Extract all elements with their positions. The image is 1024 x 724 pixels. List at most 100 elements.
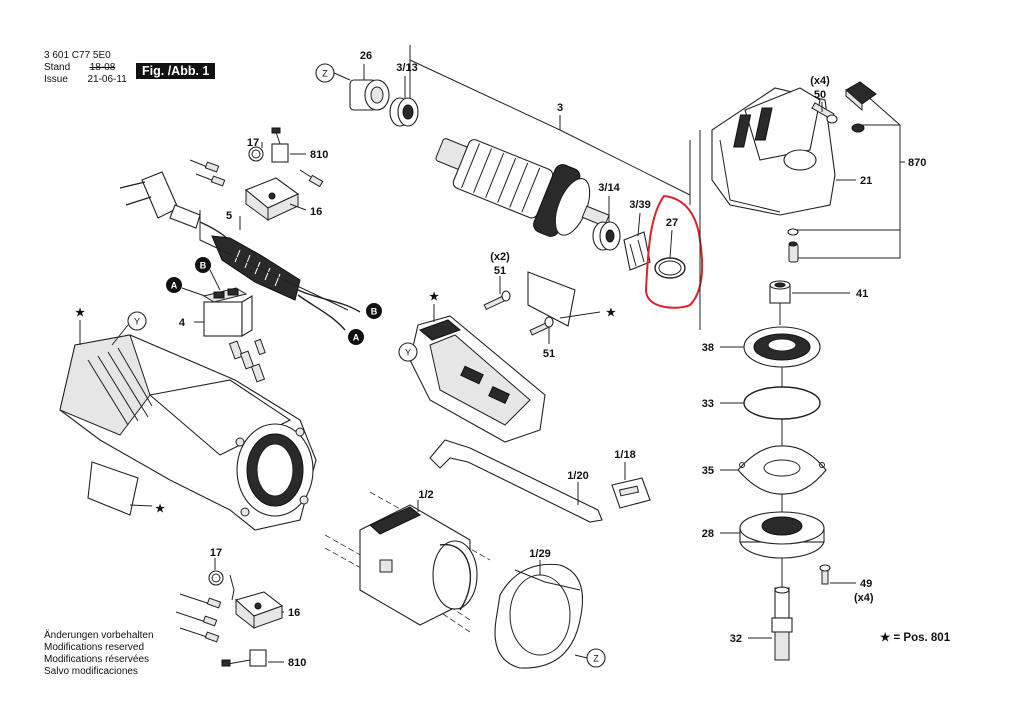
star-label-plate: ★ <box>155 503 165 515</box>
marker-b-lower-text: B <box>371 307 378 317</box>
label-870: 870 <box>908 157 926 169</box>
label-33: 33 <box>702 398 714 410</box>
carbon-brush-810a <box>271 127 289 163</box>
note-en: Modifications reserved <box>44 642 145 653</box>
label-38: 38 <box>702 342 714 354</box>
gear-housing-21 <box>711 87 836 216</box>
marker-b-upper <box>195 257 211 273</box>
screw-49 <box>819 564 831 585</box>
field-winding-1-2 <box>324 491 491 633</box>
label-1-20: 1/20 <box>567 470 588 482</box>
marker-z-bottom-text: Z <box>593 654 599 664</box>
label-27: 27 <box>666 217 678 229</box>
label-32: 32 <box>730 633 742 645</box>
label-3-13: 3/13 <box>396 62 417 74</box>
label-26: 26 <box>360 50 372 62</box>
label-x4-top: (x4) <box>810 75 830 87</box>
switch-4 <box>194 287 266 383</box>
switch-rod-1-20 <box>429 439 603 523</box>
stand-date: 18-08 <box>89 62 116 73</box>
label-1-29: 1/29 <box>529 548 550 560</box>
label-51b: 51 <box>543 348 555 360</box>
label-16a: 16 <box>310 206 322 218</box>
carbon-brush-810b <box>221 649 267 667</box>
label-28: 28 <box>702 528 714 540</box>
marker-b-lower <box>366 303 382 319</box>
label-50: 50 <box>814 89 826 101</box>
motor-housing: Y ★ ★ <box>59 307 317 531</box>
stand-label: Stand <box>44 62 71 73</box>
plug <box>119 171 201 229</box>
screw-51a <box>483 290 511 311</box>
label-3: 3 <box>557 102 563 114</box>
label-17b: 17 <box>210 547 222 559</box>
label-810b: 810 <box>288 657 306 669</box>
brush-holder-16b <box>234 591 284 630</box>
marker-y-left <box>127 311 147 331</box>
brush-holder-16a <box>244 177 300 221</box>
marker-a-lower <box>348 329 364 345</box>
marker-a-lower-text: A <box>353 333 360 343</box>
label-plate <box>87 461 139 516</box>
gasket-plate-35 <box>737 445 827 495</box>
bearing-flange-28 <box>739 511 825 559</box>
marker-y-left-text: Y <box>134 317 140 327</box>
label-35: 35 <box>702 465 714 477</box>
strain-relief-5 <box>211 235 301 301</box>
air-guide-1-29: Z <box>494 560 606 669</box>
label-plate-middle <box>527 271 576 327</box>
nut-870 <box>851 123 865 133</box>
label-x4-bottom: (x4) <box>854 592 874 604</box>
bearing-3-13 <box>389 97 419 127</box>
power-cable-group: B A B A <box>119 127 382 345</box>
bushing-41 <box>769 280 791 304</box>
marker-a-upper-text: A <box>171 281 178 291</box>
spindle-32 <box>771 586 793 661</box>
spindle-lock-button <box>845 81 877 112</box>
screw-51b <box>529 316 554 336</box>
note-fr: Modifications réservées <box>44 654 150 665</box>
o-ring-33 <box>743 386 821 420</box>
crown-gear-38 <box>743 326 821 368</box>
pinion-3-39 <box>623 231 651 271</box>
star-handle: ★ <box>429 291 439 303</box>
connector-wires-top <box>189 159 324 188</box>
issue-date: 21-06-11 <box>87 74 127 85</box>
brush-spring-17a <box>248 146 264 162</box>
label-21: 21 <box>860 175 872 187</box>
label-41: 41 <box>856 288 868 300</box>
marker-z-top-text: Z <box>322 69 328 79</box>
doc-number: 3 601 C77 5E0 <box>44 50 111 61</box>
brush-group-bottom <box>175 558 284 667</box>
switch-slider-1-18 <box>611 462 651 509</box>
label-1-2: 1/2 <box>418 489 433 501</box>
label-51a: 51 <box>494 265 506 277</box>
star-handle-plate: ★ <box>606 307 616 319</box>
label-810a: 810 <box>310 149 328 161</box>
callout-labels: 26 3/13 3 3/14 3/39 27 (x4) 50 870 21 41… <box>179 50 926 669</box>
bearing-3-14 <box>592 221 621 251</box>
label-5: 5 <box>226 210 232 222</box>
screw-50 <box>811 102 838 124</box>
label-x2: (x2) <box>490 251 510 263</box>
label-4: 4 <box>179 317 186 329</box>
star-position-note: ★ = Pos. 801 <box>880 632 951 644</box>
figure-label: Fig. /Abb. 1 <box>136 63 216 79</box>
issue-label: Issue <box>44 74 68 85</box>
highlight-circle <box>644 194 704 309</box>
brush-spring-17b <box>208 570 224 586</box>
armature-assembly: Z <box>315 45 704 309</box>
marker-z-bottom <box>586 648 606 668</box>
label-1-18: 1/18 <box>614 449 635 461</box>
marker-a-upper <box>166 277 182 293</box>
marker-y-middle-text: Y <box>405 348 411 358</box>
gear-housing-group <box>689 81 905 661</box>
bearing-26 <box>349 79 390 111</box>
handle-cover: ★ ★ Y <box>398 271 616 443</box>
label-3-39: 3/39 <box>629 199 650 211</box>
label-16b: 16 <box>288 607 300 619</box>
note-de: Änderungen vorbehalten <box>44 630 154 641</box>
marker-b-upper-text: B <box>200 261 207 271</box>
modification-notes: Änderungen vorbehalten Modifications res… <box>44 630 154 678</box>
